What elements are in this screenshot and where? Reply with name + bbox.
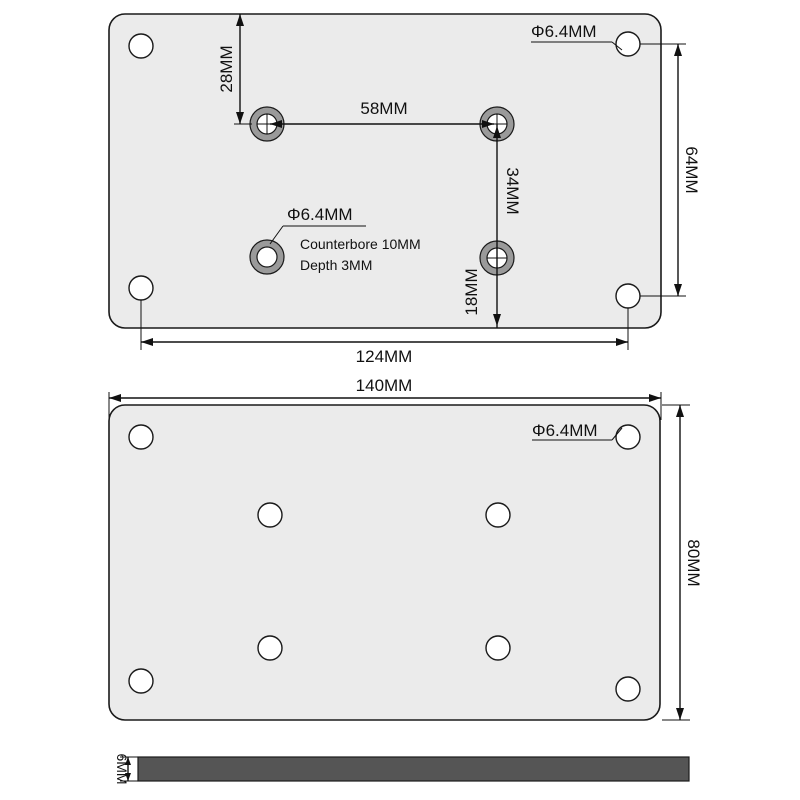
cb-note-line2: Depth 3MM: [300, 257, 372, 273]
bottom-corner-hole-bl: [128, 668, 154, 694]
corner-hole-tl: [128, 33, 154, 59]
top-view: 58MM 28MM 34MM 18MM 64MM 124MM Φ6.4MM Φ6…: [108, 13, 701, 366]
dim-6-label: 6MM: [114, 753, 130, 784]
side-view: 6MM: [114, 753, 690, 785]
bottom-hole-2: [485, 502, 511, 528]
bottom-hole-diameter-label: Φ6.4MM: [532, 421, 598, 440]
corner-hole-br: [615, 283, 641, 309]
dim-80-label: 80MM: [684, 539, 703, 586]
dim-140-label: 140MM: [356, 376, 413, 395]
dim-18-label: 18MM: [462, 268, 481, 315]
side-plate: [137, 756, 690, 782]
dim-58-label: 58MM: [360, 99, 407, 118]
cb-diameter-label: Φ6.4MM: [287, 205, 353, 224]
bottom-hole-4: [485, 635, 511, 661]
dim-28-label: 28MM: [217, 45, 236, 92]
bottom-corner-hole-br: [615, 676, 641, 702]
bottom-plate: [108, 404, 661, 721]
top-plate: [108, 13, 662, 329]
bottom-corner-hole-tl: [128, 424, 154, 450]
bottom-hole-3: [257, 635, 283, 661]
dim-64-label: 64MM: [682, 146, 701, 193]
dim-34-label: 34MM: [503, 167, 522, 214]
bottom-corner-hole-tr: [615, 424, 641, 450]
bottom-hole-1: [257, 502, 283, 528]
corner-hole-tr: [615, 31, 641, 57]
corner-hole-bl: [128, 275, 154, 301]
cb-note-line1: Counterbore 10MM: [300, 236, 421, 252]
counterbore-hole-4: [249, 239, 285, 275]
bottom-view: 140MM Φ6.4MM 80MM: [108, 376, 703, 721]
top-hole-diameter-label: Φ6.4MM: [531, 22, 597, 41]
dim-124-label: 124MM: [356, 347, 413, 366]
